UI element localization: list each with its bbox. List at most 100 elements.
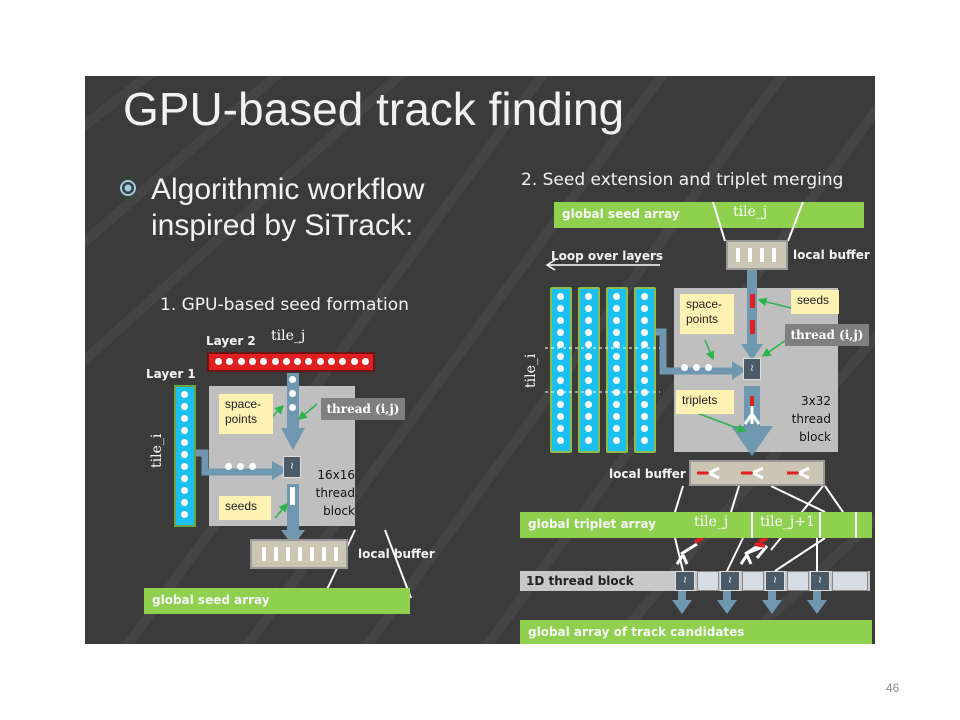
space-point-dot (613, 389, 620, 396)
space-point-dot (557, 341, 564, 348)
thread-cell-icon: ≀ (675, 571, 695, 591)
s2-space-points-note: space- points (680, 294, 734, 334)
space-point-dot (613, 425, 620, 432)
s1-thread-squiggle-icon: ≀ (283, 456, 301, 478)
space-point-dot (181, 487, 188, 494)
section2-title: 2. Seed extension and triplet merging (521, 170, 844, 190)
s2-global-triplet-array: global triplet array (520, 512, 872, 538)
s2-tile-i-label: tile_i (523, 353, 539, 388)
s1-layer2-dots (288, 376, 298, 424)
slide-title: GPU-based track finding (123, 83, 625, 135)
space-point-dot (613, 305, 620, 312)
space-point-dot (585, 365, 592, 372)
s2-1d-thread-cells: ≀ ≀ ≀ ≀ (520, 571, 870, 591)
space-point-dot (641, 317, 648, 324)
space-point-dot (613, 377, 620, 384)
space-point-dot (585, 401, 592, 408)
space-point-dot (557, 305, 564, 312)
space-point-dot (557, 377, 564, 384)
bullet-line-2: inspired by SiTrack: (151, 209, 414, 242)
layer1-column (174, 385, 196, 527)
space-point-dot (613, 401, 620, 408)
buffer-slot (286, 547, 290, 561)
space-point-dot (613, 329, 620, 336)
buffer-slot (760, 248, 764, 262)
s2-triplet-array-dividers (751, 512, 857, 538)
s1-seeds-note: seeds (219, 496, 271, 520)
space-point-dot (613, 317, 620, 324)
space-point-dot (305, 358, 313, 365)
space-point-dot (226, 358, 234, 365)
space-point-dot (585, 329, 592, 336)
space-point-dot (328, 358, 335, 365)
s1-local-buffer (250, 539, 348, 569)
space-point-dot (181, 463, 188, 470)
space-point-dot (557, 425, 564, 432)
bullet-line-1: Algorithmic workflow (151, 173, 425, 206)
space-point-dot (181, 499, 188, 506)
space-point-dot (641, 293, 648, 300)
s2-triplet-fork-icon (743, 396, 761, 425)
space-point-dot (557, 437, 564, 444)
space-point-dot (557, 389, 564, 396)
s1-block-text: 16x16 thread block (315, 468, 355, 518)
space-point-dot (557, 329, 564, 336)
s1-space-points-note: space- points (219, 394, 273, 434)
space-point-dot (641, 413, 648, 420)
buffer-slot (262, 547, 266, 561)
space-point-dot (613, 353, 620, 360)
s1-thread-label: thread (i,j) (321, 398, 405, 420)
space-point-dot (641, 377, 648, 384)
space-point-dot (557, 293, 564, 300)
space-point-dot (641, 437, 648, 444)
space-point-dot (282, 358, 290, 365)
s2-triplets-note: triplets (676, 390, 734, 414)
s2-block-text: 3x32 thread block (791, 394, 831, 444)
buffer-slot (748, 248, 752, 262)
bullet-text: Algorithmic workflow inspired by SiTrack… (151, 172, 424, 244)
s2-thread-label: thread (i,j) (785, 324, 869, 346)
space-point-dot (641, 353, 648, 360)
bullet-circle-icon (120, 180, 136, 196)
s2-layer-columns (550, 287, 656, 453)
s2-triplet-icons (675, 536, 769, 565)
space-point-dot (557, 413, 564, 420)
space-point-dot (613, 293, 620, 300)
s1-local-buffer-label: local buffer (358, 547, 435, 561)
s2-tile-j-top: tile_j (733, 204, 768, 220)
space-point-dot (641, 305, 648, 312)
space-point-dot (350, 358, 358, 365)
space-point-dot (237, 358, 245, 365)
s2-tile-j1-label: tile_j+1 (760, 514, 815, 530)
space-point-dot (215, 358, 222, 365)
s2-arrows (545, 201, 844, 614)
s2-red-seed-bars (750, 294, 755, 338)
space-point-dot (641, 329, 648, 336)
space-point-dot (585, 353, 592, 360)
space-point-dot (613, 413, 620, 420)
space-point-dot (585, 317, 592, 324)
space-point-dot (641, 341, 648, 348)
buffer-slot (322, 547, 326, 561)
space-point-dot (557, 353, 564, 360)
space-point-dot (339, 358, 347, 365)
s1-layer1-dots (225, 463, 261, 473)
s2-global-track-candidates: global array of track candidates (520, 620, 872, 644)
thread-cell-icon: ≀ (720, 571, 740, 591)
layer1-label: Layer 1 (146, 367, 196, 381)
space-point-dot (585, 437, 592, 444)
s1-tile-j-label: tile_j (271, 328, 306, 344)
thread-cell-icon: ≀ (810, 571, 830, 591)
space-point-dot (585, 341, 592, 348)
s2-local-buffer-top-label: local buffer (793, 248, 870, 262)
layer2-row (207, 352, 375, 372)
s2-local-buffer-mid-label: local buffer (609, 467, 686, 481)
space-point-dot (294, 358, 302, 365)
buffer-slot (736, 248, 740, 262)
s2-seeds-note: seeds (791, 290, 839, 314)
slide: GPU-based track finding Algorithmic work… (85, 76, 875, 644)
space-point-dot (585, 425, 592, 432)
space-point-dot (316, 358, 324, 365)
space-point-dot (181, 439, 188, 446)
space-point-dot (181, 427, 188, 434)
